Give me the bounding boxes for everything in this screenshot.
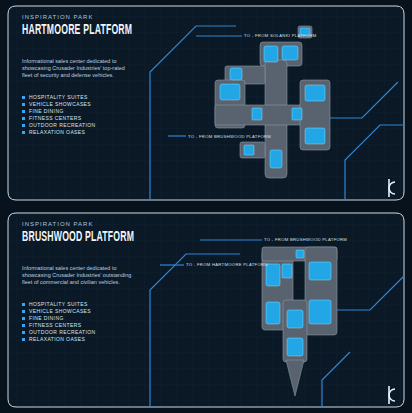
route-line	[196, 35, 242, 36]
room-highlight	[282, 46, 298, 60]
platform-structure	[215, 26, 337, 396]
platform-structure	[286, 360, 304, 396]
amenity-item: HOSPITALITY SUITES	[22, 94, 88, 100]
description-text: Informational sales center dedicated to …	[22, 58, 134, 79]
room-highlight	[270, 150, 282, 168]
room-highlight	[296, 250, 304, 258]
platform-structure	[300, 80, 330, 150]
grid-lines	[9, 7, 403, 199]
amenity-item: RELAXATION OASES	[22, 129, 85, 135]
room-highlight	[305, 128, 325, 144]
amenity-item: VEHICLE SHOWCASES	[22, 308, 91, 314]
room-highlight	[266, 302, 280, 324]
room-highlight	[252, 108, 262, 120]
room-highlight	[220, 84, 240, 100]
route-line	[330, 82, 398, 118]
amenity-item: FITNESS CENTERS	[22, 115, 81, 121]
route-line	[150, 254, 240, 407]
platform-structure	[240, 142, 265, 158]
kicker-text: INSPIRATION PARK	[22, 221, 93, 227]
brand-logo	[389, 389, 395, 401]
room-highlight	[287, 310, 303, 328]
brand-logo	[388, 179, 390, 197]
room-highlight	[244, 145, 254, 155]
room-highlight	[309, 300, 331, 324]
platform-panel: INSPIRATION PARKHARTMOORE PLATFORM Inform…	[8, 6, 404, 200]
platform-title: BRUSHWOOD PLATFORM	[22, 228, 134, 244]
route-label: TO - FROM SOLANKI PLATFORM	[244, 33, 317, 38]
room-highlight	[287, 338, 303, 356]
room-highlight	[264, 46, 278, 62]
platform-title: HARTMOORE PLATFORM	[22, 21, 132, 37]
amenity-item: FITNESS CENTERS	[22, 322, 81, 328]
amenity-item: RELAXATION OASES	[22, 336, 85, 342]
room-highlight	[230, 68, 242, 80]
room-highlight	[282, 264, 292, 278]
amenity-item: HOSPITALITY SUITES	[22, 301, 88, 307]
route-line	[160, 264, 184, 265]
brand-logo	[388, 386, 390, 404]
grid-lines	[9, 214, 403, 406]
room-highlight	[309, 262, 331, 280]
brand-logo	[389, 182, 395, 194]
room-highlight	[220, 28, 331, 356]
panel-frame	[8, 6, 404, 200]
description-text: Informational sales center dedicated to …	[22, 265, 134, 286]
route-line	[168, 135, 186, 136]
route-label: TO - FROM BRUSHWOOD PLATFORM	[264, 237, 347, 242]
platform-panel: INSPIRATION PARKBRUSHWOOD PLATFORM Inform…	[8, 213, 404, 407]
route-line	[345, 125, 404, 200]
route-label: TO - FROM HARTMOORE PLATFORM	[186, 262, 268, 267]
room-highlight	[305, 85, 325, 101]
panel-frame	[8, 6, 404, 407]
grid-lines	[9, 7, 403, 406]
route-label: TO - FROM BRUSHWOOD PLATFORM	[188, 134, 271, 139]
room-highlight	[266, 264, 280, 286]
route-line	[337, 276, 404, 310]
amenity-item: FINE DINING	[22, 315, 64, 321]
route-line	[322, 352, 350, 407]
platform-structure	[305, 247, 337, 335]
kicker-text: INSPIRATION PARK	[22, 14, 93, 20]
platform-structure	[283, 300, 307, 362]
panel-frame	[8, 213, 404, 407]
route-line	[200, 239, 262, 240]
route-line	[150, 26, 404, 407]
amenity-item: VEHICLE SHOWCASES	[22, 101, 91, 107]
brand-logo	[389, 179, 395, 404]
amenity-item: OUTDOOR RECREATION	[22, 122, 96, 128]
room-highlight	[292, 108, 302, 120]
amenity-item: OUTDOOR RECREATION	[22, 329, 96, 335]
amenity-item: FINE DINING	[22, 108, 64, 114]
